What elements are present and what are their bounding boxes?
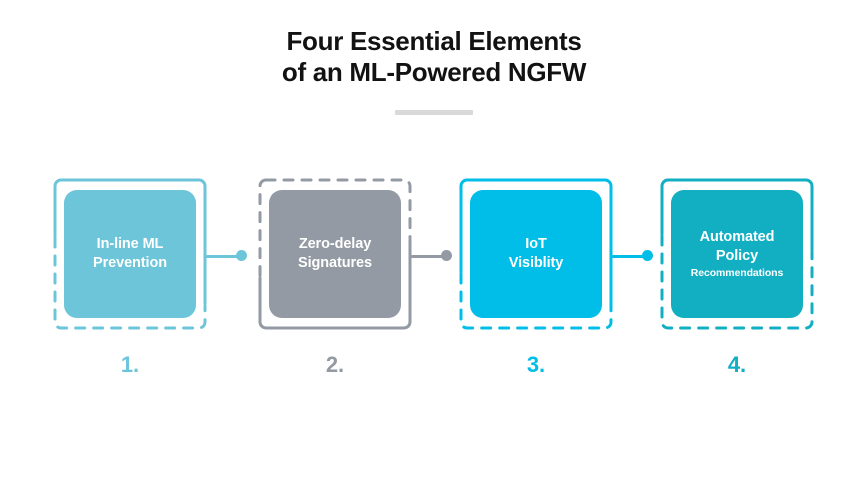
connector-3-line <box>612 255 646 258</box>
header: Four Essential Elements of an ML-Powered… <box>0 26 868 115</box>
card-4-outer-frame <box>658 176 816 332</box>
elements-row: In-line ML Prevention Zero-delay Signatu… <box>0 176 868 396</box>
page-title: Four Essential Elements of an ML-Powered… <box>281 26 587 87</box>
title-divider <box>395 110 473 115</box>
card-3-outer-frame <box>457 176 615 332</box>
card-4-sublabel: Recommendations <box>690 267 784 279</box>
element-card-1[interactable]: In-line ML Prevention <box>51 176 209 396</box>
card-4-label: Automated Policy <box>699 229 775 264</box>
connector-2-dot <box>441 250 452 261</box>
card-3-number: 3. <box>526 352 546 377</box>
card-2-outer-frame <box>256 176 414 332</box>
card-1-outer-frame <box>51 176 209 332</box>
card-4-number: 4. <box>727 352 747 377</box>
element-card-2[interactable]: Zero-delay Signatures <box>256 176 414 396</box>
card-1-label: In-line ML Prevention <box>93 236 167 271</box>
element-card-4[interactable]: Automated Policy Recommendations <box>658 176 816 396</box>
card-1-number: 1. <box>120 352 140 377</box>
card-3-label: IoT Visiblity <box>508 236 564 271</box>
connector-1-dot <box>236 250 247 261</box>
connector-3-dot <box>642 250 653 261</box>
card-1-body: In-line ML Prevention <box>64 190 196 318</box>
connector-2-line <box>411 255 445 258</box>
card-2-number: 2. <box>325 352 345 377</box>
card-2-body: Zero-delay Signatures <box>269 190 401 318</box>
card-4-body: Automated Policy Recommendations <box>671 190 803 318</box>
element-card-3[interactable]: IoT Visiblity <box>457 176 615 396</box>
card-3-body: IoT Visiblity <box>470 190 602 318</box>
connector-1-line <box>206 255 240 258</box>
card-2-label: Zero-delay Signatures <box>298 236 372 271</box>
